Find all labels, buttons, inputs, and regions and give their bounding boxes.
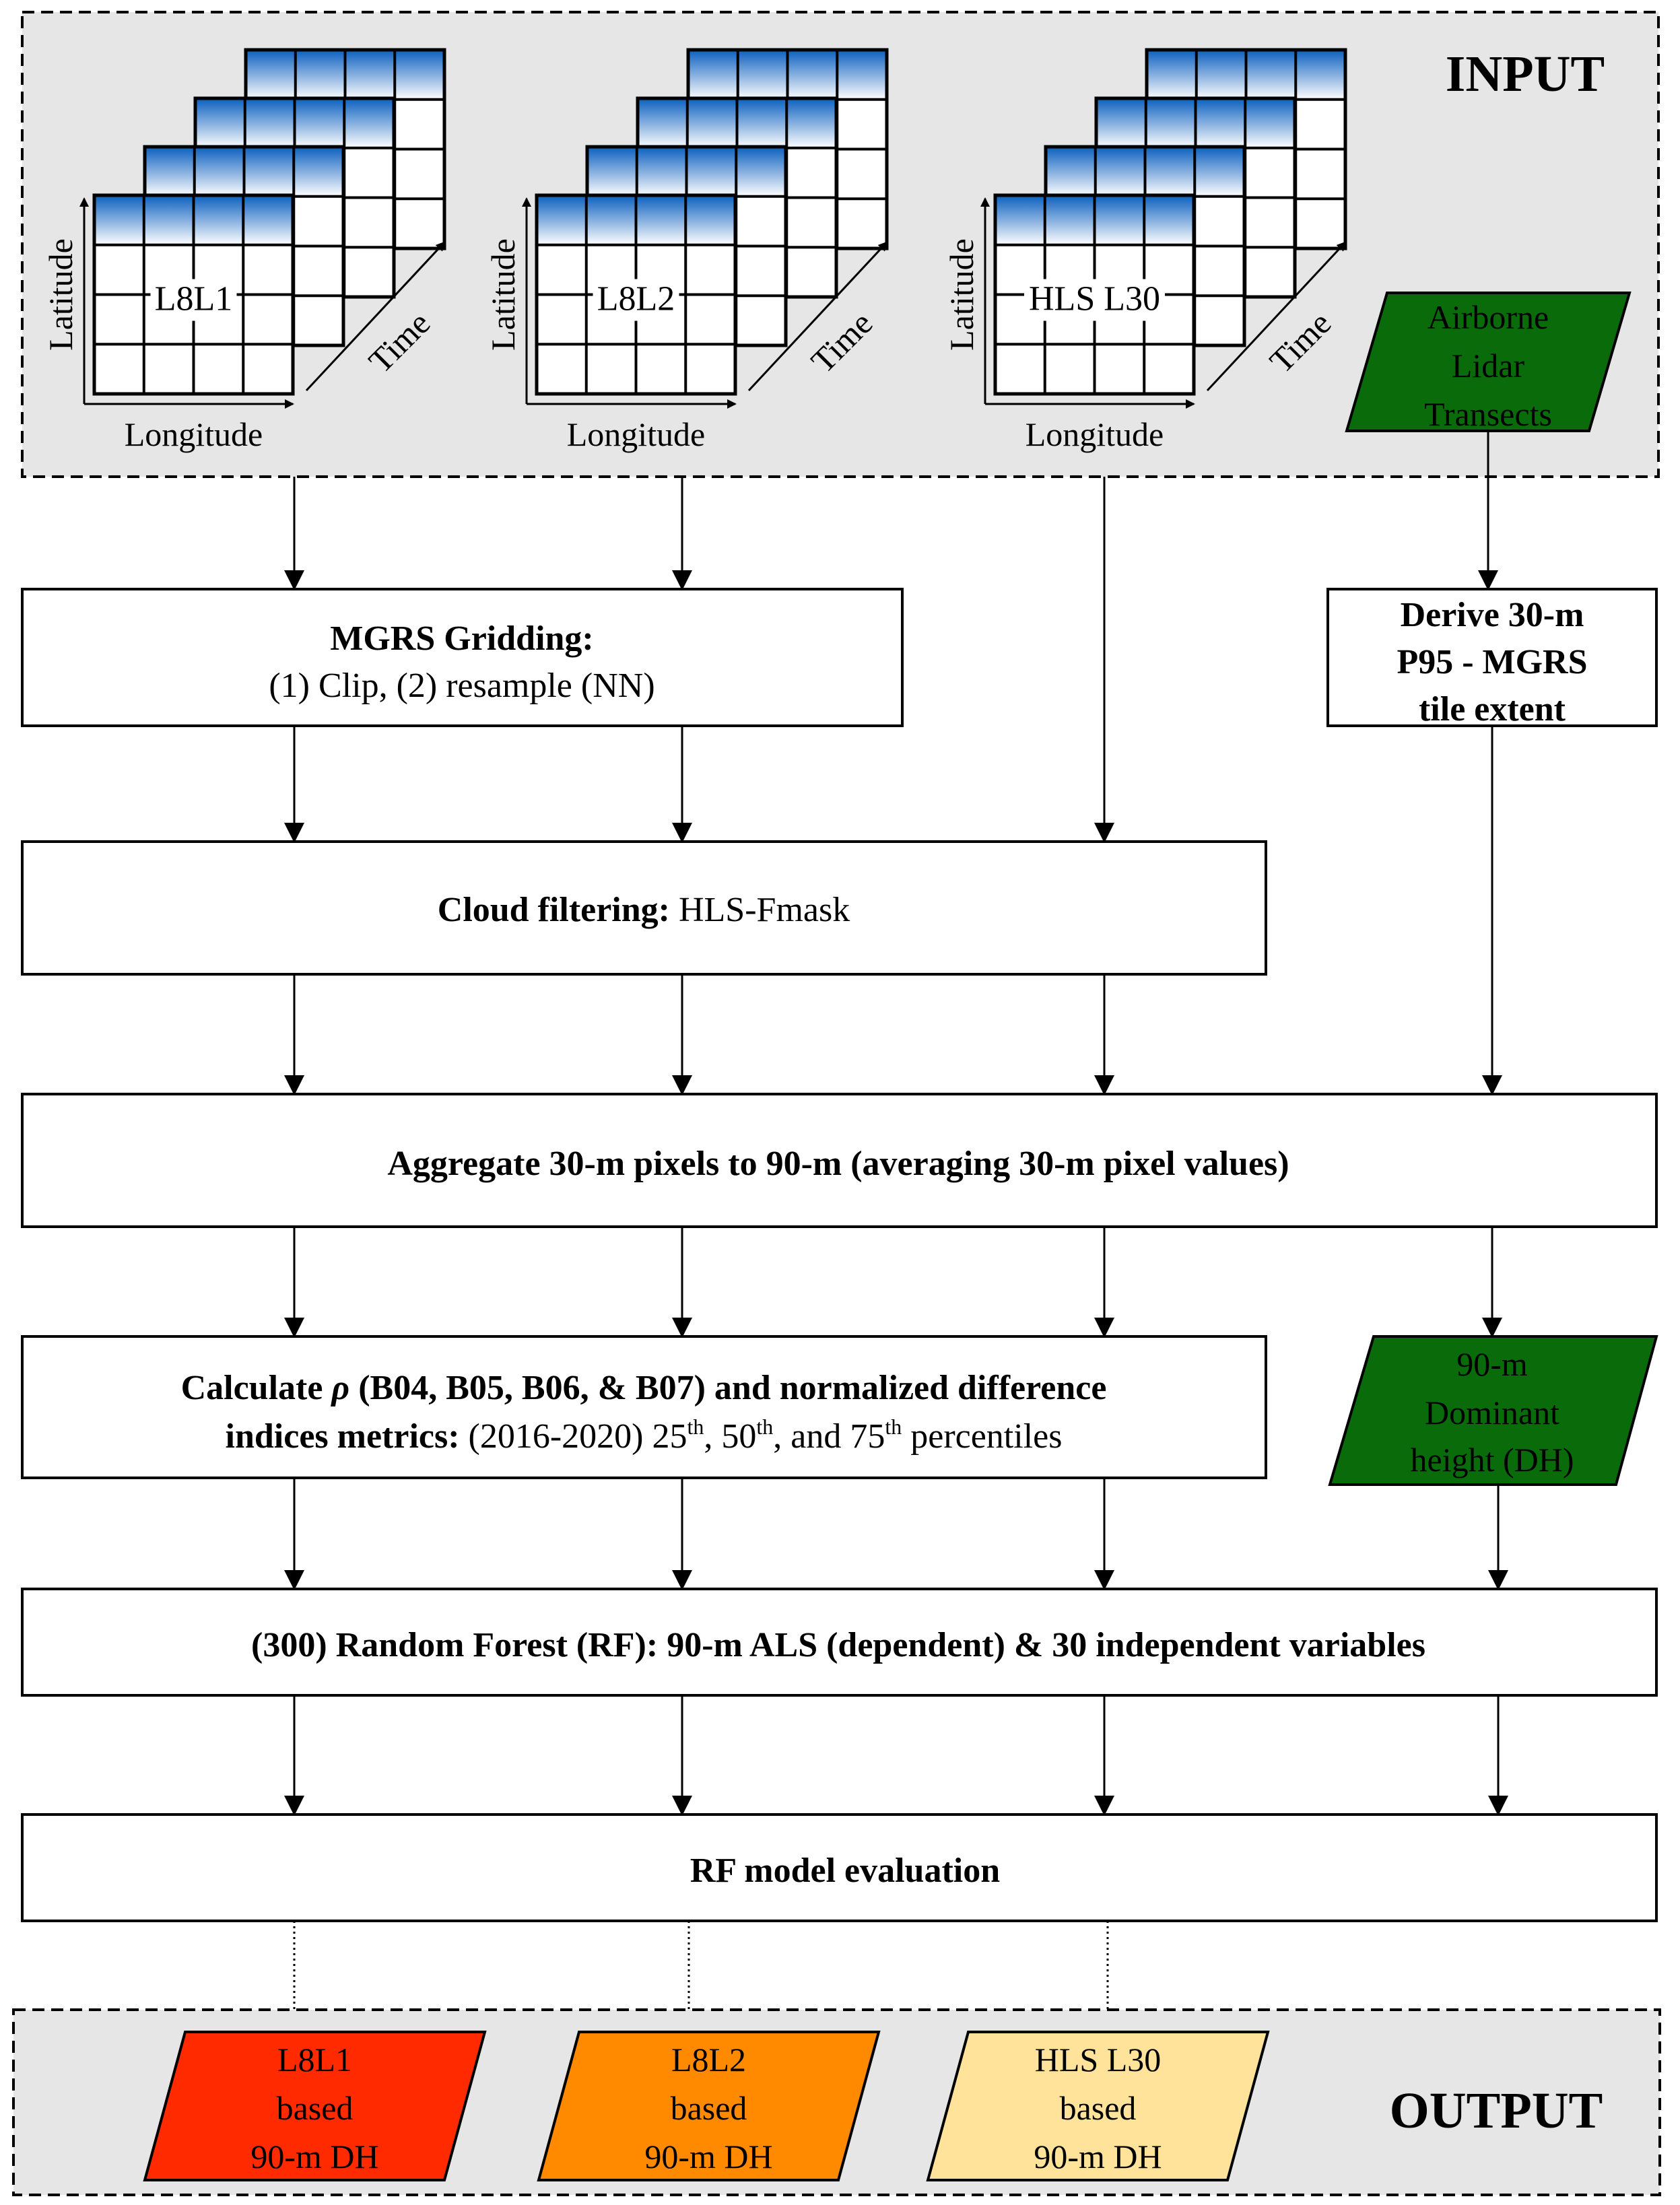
output-text-line: L8L2 bbox=[671, 2041, 746, 2078]
output-text-line: 90-m DH bbox=[250, 2138, 378, 2175]
time-axis bbox=[747, 241, 888, 392]
longitude-label: Longitude bbox=[125, 415, 263, 453]
time-axis bbox=[1206, 241, 1347, 392]
aggregate-text: Aggregate 30-m pixels to 90-m (averaging… bbox=[387, 1145, 1289, 1183]
latitude-label: Latitude bbox=[943, 238, 980, 351]
dh-line1: 90-m bbox=[1456, 1345, 1528, 1383]
random-forest-box bbox=[21, 1588, 1658, 1697]
cube-label-bg bbox=[150, 279, 237, 321]
output-product-2: HLS L30 based 90-m DH bbox=[926, 2031, 1270, 2181]
output-text-line: based bbox=[277, 2089, 354, 2127]
cube-label-bg bbox=[1024, 279, 1165, 321]
cube-label: L8L1 bbox=[155, 280, 233, 318]
grid-border bbox=[535, 193, 737, 396]
evaluation-box bbox=[21, 1813, 1658, 1922]
grid-border bbox=[993, 193, 1196, 396]
derive-box bbox=[1326, 588, 1658, 727]
latitude-label: Latitude bbox=[484, 238, 522, 351]
aggregate-box bbox=[21, 1093, 1658, 1228]
cloud-text: Cloud filtering: HLS-Fmask bbox=[438, 891, 850, 929]
lidar-line1: Airborne bbox=[1427, 298, 1549, 336]
time-axis bbox=[305, 241, 446, 392]
output-text-line: based bbox=[671, 2089, 747, 2127]
evaluation-text: RF model evaluation bbox=[690, 1852, 1000, 1890]
mgrs-title: MGRS Gridding: bbox=[330, 619, 594, 658]
output-product-1: L8L2 based 90-m DH bbox=[537, 2031, 881, 2181]
mgrs-gridding-box bbox=[21, 588, 904, 727]
cloud-detail: HLS-Fmask bbox=[670, 891, 850, 929]
mgrs-detail: (1) Clip, (2) resample (NN) bbox=[269, 667, 654, 705]
calculate-line1: Calculate ρ (B04, B05, B06, & B07) and n… bbox=[181, 1369, 1107, 1407]
output-text-line: 90-m DH bbox=[644, 2138, 772, 2175]
derive-line2: P95 - MGRS bbox=[1397, 643, 1587, 681]
longitude-label: Longitude bbox=[567, 415, 706, 453]
calculate-box bbox=[21, 1335, 1267, 1479]
output-text-line: 90-m DH bbox=[1034, 2138, 1162, 2175]
input-label: INPUT bbox=[1446, 46, 1605, 102]
output-products: L8L1 based 90-m DH L8L2 based 90-m DH HLS L30 b… bbox=[143, 2031, 1270, 2181]
dh-line3: height (DH) bbox=[1411, 1441, 1574, 1479]
dh-parallelogram bbox=[1328, 1335, 1658, 1486]
derive-line1: Derive 30-m bbox=[1401, 596, 1584, 634]
cube-label: HLS L30 bbox=[1029, 280, 1160, 318]
dh-line2: Dominant bbox=[1425, 1394, 1559, 1431]
calculate-line2: indices metrics: (2016-2020) 25th, 50th,… bbox=[226, 1415, 1063, 1456]
rf-text: (300) Random Forest (RF): 90-m ALS (depe… bbox=[251, 1626, 1425, 1664]
cube-label: L8L2 bbox=[597, 280, 675, 318]
lidar-line3: Transects bbox=[1424, 395, 1552, 433]
output-text-line: based bbox=[1060, 2089, 1137, 2127]
output-product-0: L8L1 based 90-m DH bbox=[143, 2031, 487, 2181]
cube-label-bg bbox=[593, 279, 679, 321]
lidar-parallelogram bbox=[1345, 292, 1632, 432]
output-text-line: L8L1 bbox=[277, 2041, 352, 2078]
cloud-filtering-box bbox=[21, 840, 1267, 976]
cloud-title: Cloud filtering: bbox=[438, 891, 670, 929]
longitude-label: Longitude bbox=[1026, 415, 1164, 453]
cube-layer bbox=[535, 193, 737, 396]
output-parallelogram bbox=[926, 2031, 1270, 2181]
output-text-line: HLS L30 bbox=[1035, 2041, 1162, 2078]
grid-border bbox=[92, 193, 295, 396]
output-parallelogram bbox=[537, 2031, 881, 2181]
output-label: OUTPUT bbox=[1390, 2082, 1603, 2139]
data-cubes: L8L1LatitudeLongitudeTimeL8L2LatitudeLon… bbox=[42, 48, 1347, 453]
lidar-line2: Lidar bbox=[1452, 347, 1525, 384]
latitude-label: Latitude bbox=[42, 238, 79, 351]
output-parallelogram bbox=[143, 2031, 487, 2181]
derive-line3: tile extent bbox=[1419, 690, 1566, 728]
